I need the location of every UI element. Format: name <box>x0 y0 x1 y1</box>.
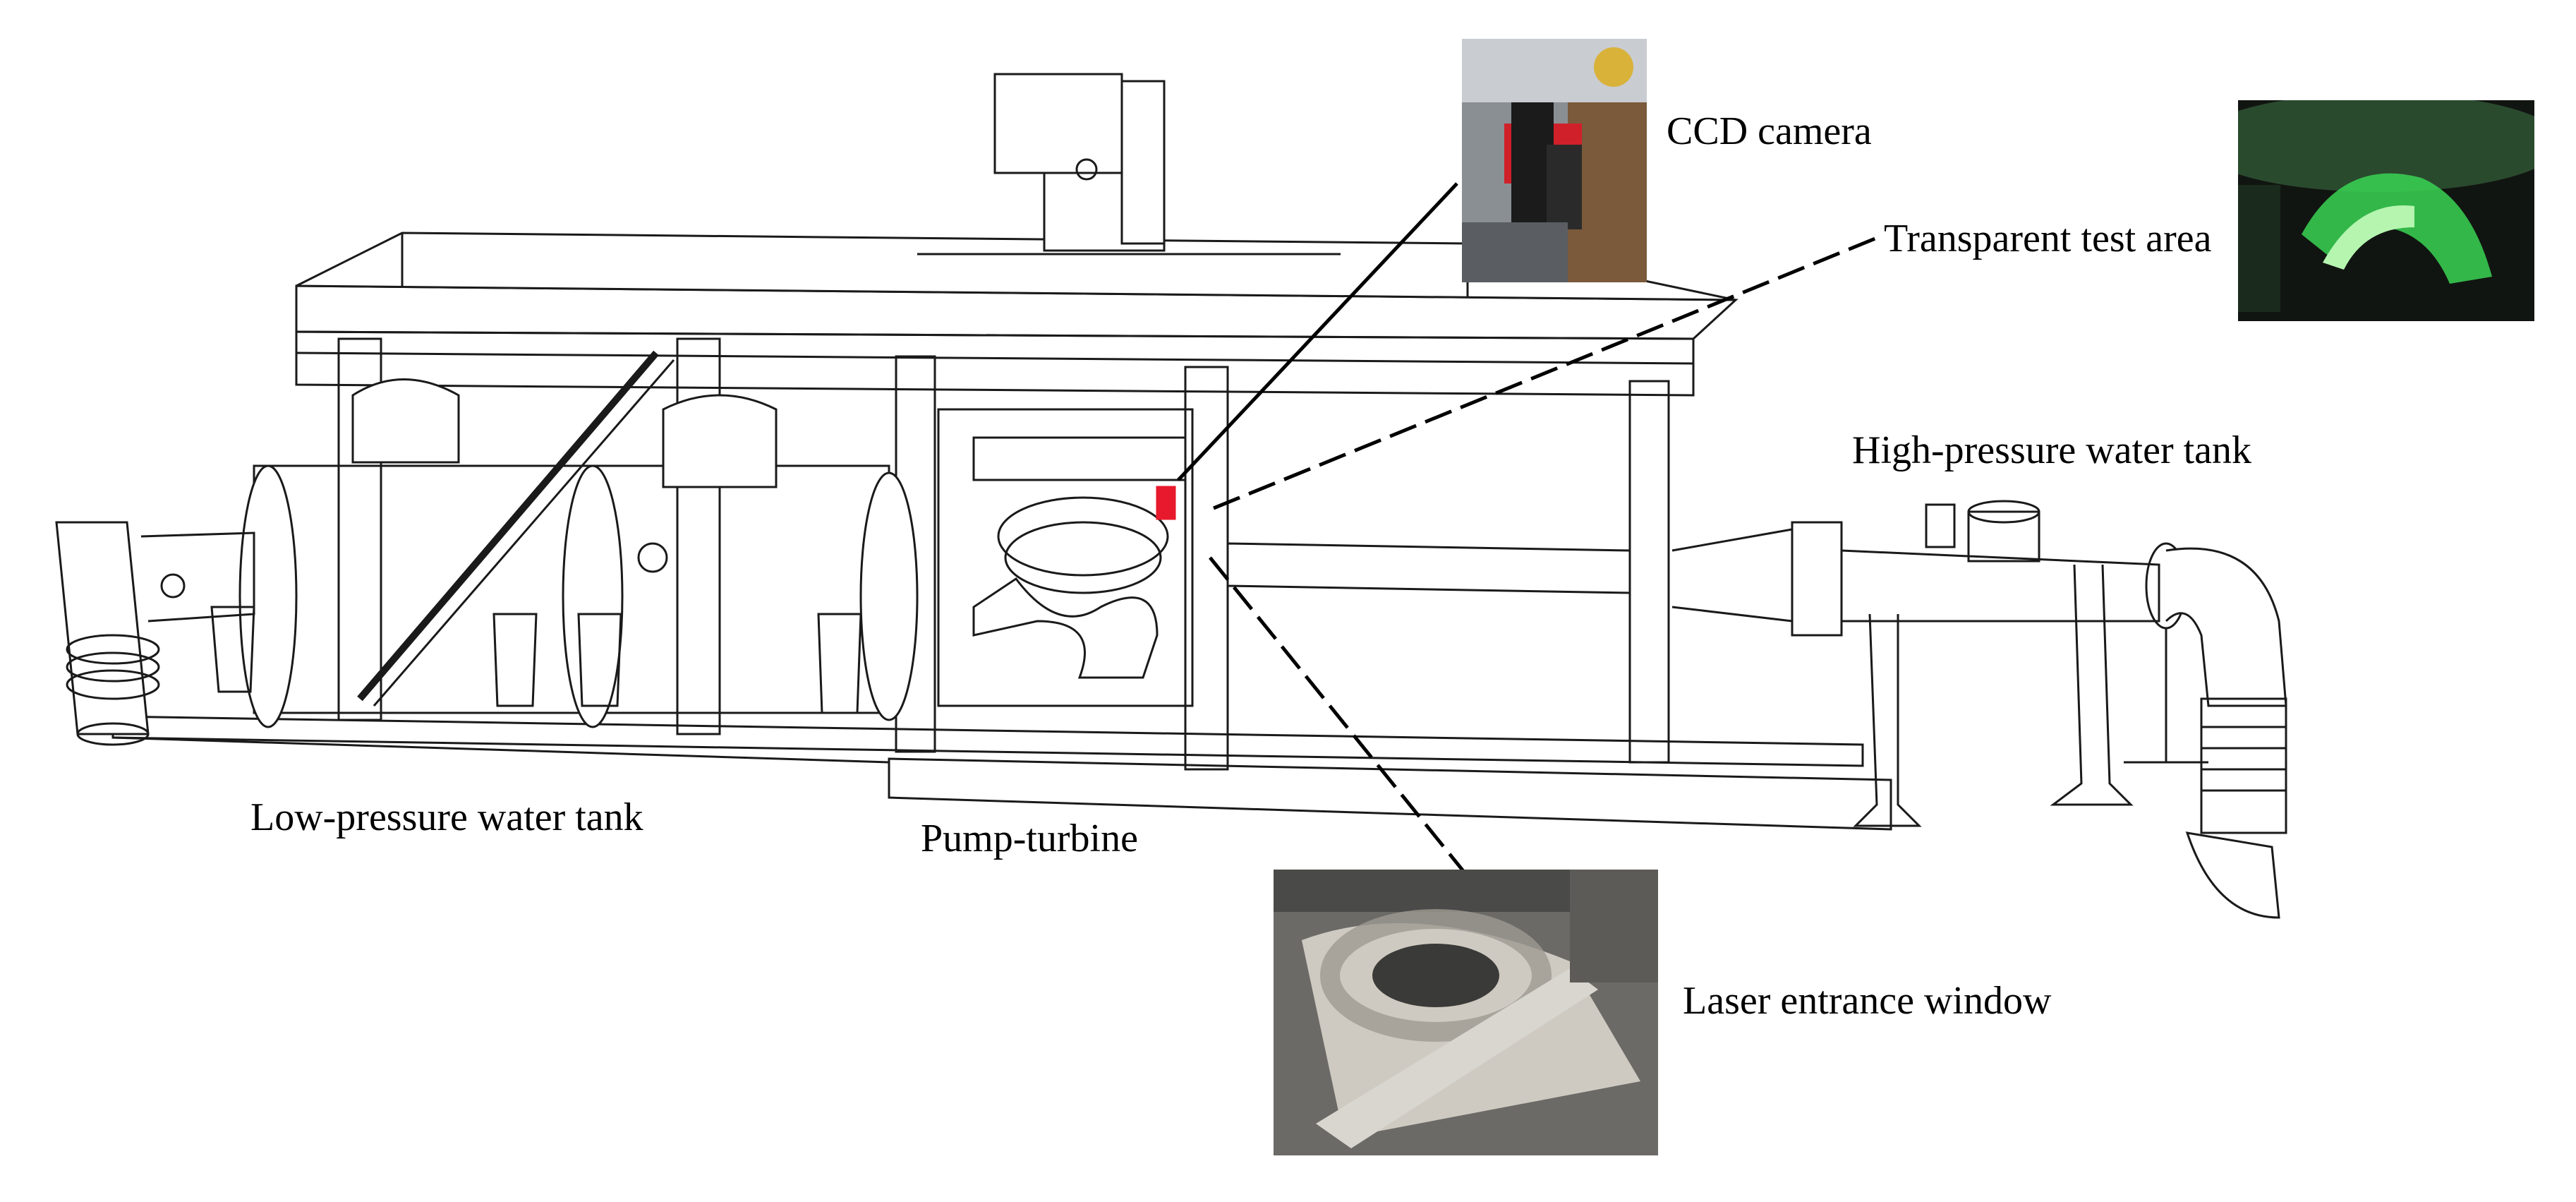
label-ccd-camera: CCD camera <box>1667 109 1872 153</box>
transparent-test-area-photo <box>2238 100 2534 321</box>
laser-window-photo <box>1274 870 1658 1155</box>
label-laser-window: Laser entrance window <box>1683 979 2052 1023</box>
steel-frame <box>111 232 1892 831</box>
ccd-camera-photo <box>1462 39 1647 282</box>
leader-lines <box>1177 182 1881 982</box>
high-pressure-tank <box>1226 500 2287 919</box>
leader-transparent-test-area <box>1213 234 1881 510</box>
label-pump-turbine: Pump-turbine <box>921 817 1138 860</box>
label-transparent-test-area: Transparent test area <box>1884 217 2212 260</box>
label-low-pressure-tank: Low-pressure water tank <box>250 795 643 839</box>
motor-unit <box>993 73 1166 252</box>
low-pressure-tank <box>55 378 919 746</box>
leader-laser-window <box>1209 556 1554 982</box>
label-high-pressure-tank: High-pressure water tank <box>1852 428 2252 472</box>
pump-turbine-unit <box>937 408 1194 707</box>
leader-ccd-camera <box>1177 182 1458 481</box>
